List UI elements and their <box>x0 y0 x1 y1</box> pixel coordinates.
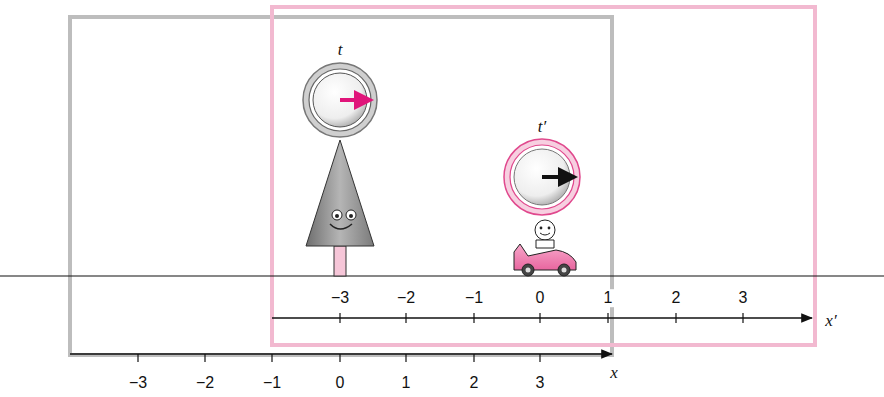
axis-tick-number: −1 <box>463 289 485 307</box>
axis-tick-number: 0 <box>534 289 547 307</box>
axis-tick-number: −2 <box>194 374 216 392</box>
axis-tick-number: 3 <box>737 289 750 307</box>
axis-tick-number: 2 <box>670 289 683 307</box>
axis-tick-number: 0 <box>334 374 347 392</box>
axis-tick-number: 1 <box>602 289 615 307</box>
x-ticks <box>138 354 540 362</box>
axis-tick-number: −1 <box>261 374 283 392</box>
ground-line <box>0 275 884 276</box>
axis-label: x <box>608 364 620 383</box>
axis-tick-number: −3 <box>127 374 149 392</box>
axis-tick-number: 1 <box>400 374 413 392</box>
car-figure <box>514 220 576 276</box>
frame-s <box>70 17 612 355</box>
clock-t <box>303 63 377 137</box>
axis-tick-number: −2 <box>395 289 417 307</box>
x-prime-axis <box>272 317 812 319</box>
x-prime-ticks <box>340 313 743 323</box>
axis-tick-number: 2 <box>468 374 481 392</box>
frame-s-prime <box>272 7 815 345</box>
clock-label: t <box>336 41 345 60</box>
tree-figure <box>306 140 374 276</box>
axis-label: x′ <box>823 312 838 331</box>
clock-t-prime <box>504 139 580 215</box>
x-axis <box>70 353 612 355</box>
axis-tick-number: −3 <box>329 289 351 307</box>
clock-label: t′ <box>536 118 548 137</box>
axis-tick-number: 3 <box>534 374 547 392</box>
